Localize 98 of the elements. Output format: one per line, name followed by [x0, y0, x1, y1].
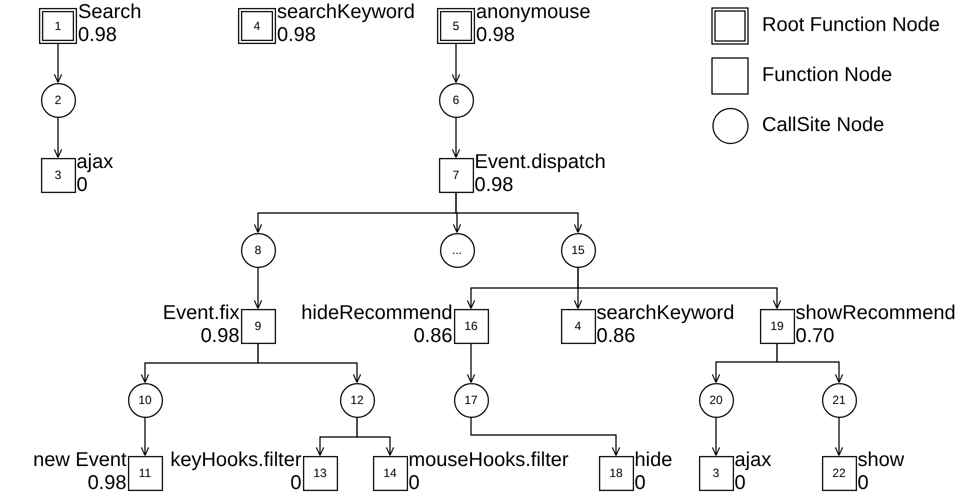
score-value: 0.98 [78, 24, 117, 47]
function-node [454, 308, 488, 344]
node-number: 4 [254, 19, 260, 33]
function-node [128, 456, 162, 490]
callsite-node [438, 82, 474, 118]
callsite-node [560, 232, 596, 268]
arrow [140, 418, 150, 456]
function-name: hideRecommend [301, 302, 452, 324]
function-name: ajax [734, 448, 772, 472]
arrow [577, 268, 782, 310]
callsite-node [440, 232, 474, 268]
node-number: 16 [464, 319, 478, 333]
function-name: mouseHooks.filter [408, 448, 569, 472]
node-number: ... [452, 243, 462, 257]
score-value: 0.98 [88, 472, 126, 494]
arrow [257, 344, 362, 384]
node-number: 1 [54, 19, 62, 33]
callsite-node [340, 382, 374, 418]
callsite-node [454, 382, 488, 418]
node-number: 10 [138, 393, 152, 407]
function-node [560, 308, 596, 344]
function-name: Event.dispatch [474, 150, 606, 174]
score-value: 0 [76, 174, 88, 196]
score-value: 0.98 [200, 324, 240, 348]
root-function-node [39, 8, 77, 44]
arrow [470, 418, 620, 456]
node-number: 9 [254, 319, 262, 333]
function-name: Event.fix [162, 302, 240, 324]
function-name: hide [634, 448, 672, 472]
function-node [302, 456, 338, 490]
function-node [40, 158, 76, 192]
node-number: 13 [313, 466, 327, 480]
node-number: 6 [452, 93, 460, 107]
function-node [760, 308, 794, 344]
score-value: 0 [408, 472, 420, 494]
score-value: 0.70 [796, 324, 834, 348]
arrow [254, 268, 262, 310]
arrow [356, 418, 394, 456]
function-node [372, 456, 408, 490]
function-name: show [858, 448, 904, 472]
function-name: anonymouse [476, 1, 591, 24]
node-number: 3 [712, 466, 720, 480]
legend-label: CallSite Node [762, 114, 884, 137]
node-number: 14 [383, 466, 397, 480]
function-node [240, 308, 276, 344]
score-value: 0.98 [476, 24, 515, 47]
node-number: 17 [464, 393, 478, 407]
node-number: 18 [609, 466, 623, 480]
callsite-node [822, 382, 856, 418]
score-value: 0.98 [277, 24, 316, 47]
arrow [452, 118, 460, 158]
arrow [834, 418, 844, 456]
node-number: 7 [452, 168, 460, 182]
callsite-node [128, 382, 162, 418]
function-name: ajax [76, 150, 114, 174]
function-name: keyHooks.filter [170, 448, 302, 472]
arrow [455, 192, 582, 234]
node-number: 22 [832, 466, 846, 480]
node-number: 11 [138, 466, 152, 480]
function-name: showRecommend [796, 302, 956, 324]
score-value: 0 [858, 472, 869, 494]
arrow [776, 344, 844, 384]
node-number: 20 [709, 393, 723, 407]
root-function-node [238, 8, 276, 44]
score-value: 0 [290, 472, 302, 494]
node-number: 15 [571, 243, 585, 257]
node-number: 12 [350, 393, 364, 407]
function-node [698, 456, 734, 490]
score-value: 0 [634, 472, 646, 494]
arrow [54, 118, 62, 158]
arrow [54, 44, 62, 84]
score-value: 0.86 [596, 324, 636, 348]
arrow [466, 344, 476, 384]
callsite-node [698, 382, 734, 418]
node-number: 21 [832, 393, 846, 407]
function-name: new Event [33, 448, 126, 472]
score-value: 0 [734, 472, 746, 494]
node-number: 3 [54, 168, 62, 182]
function-name: Search [78, 1, 142, 24]
function-node [822, 456, 856, 490]
function-node [598, 456, 634, 490]
root-function-node [437, 8, 475, 44]
score-value: 0.86 [414, 324, 452, 348]
callsite-node [40, 82, 76, 118]
legend-label: Root Function Node [762, 14, 940, 37]
node-number: 8 [254, 243, 262, 257]
node-number: 2 [54, 93, 62, 107]
function-node [438, 158, 474, 192]
node-number: 5 [452, 19, 460, 33]
node-number: 19 [770, 319, 784, 333]
arrow [712, 418, 720, 456]
legend-label: Function Node [762, 64, 892, 87]
function-name: searchKeyword [596, 302, 734, 324]
callsite-node [240, 232, 276, 268]
node-number: 4 [574, 319, 582, 333]
function-name: searchKeyword [277, 1, 415, 24]
arrow [452, 44, 460, 84]
score-value: 0.98 [474, 174, 514, 196]
